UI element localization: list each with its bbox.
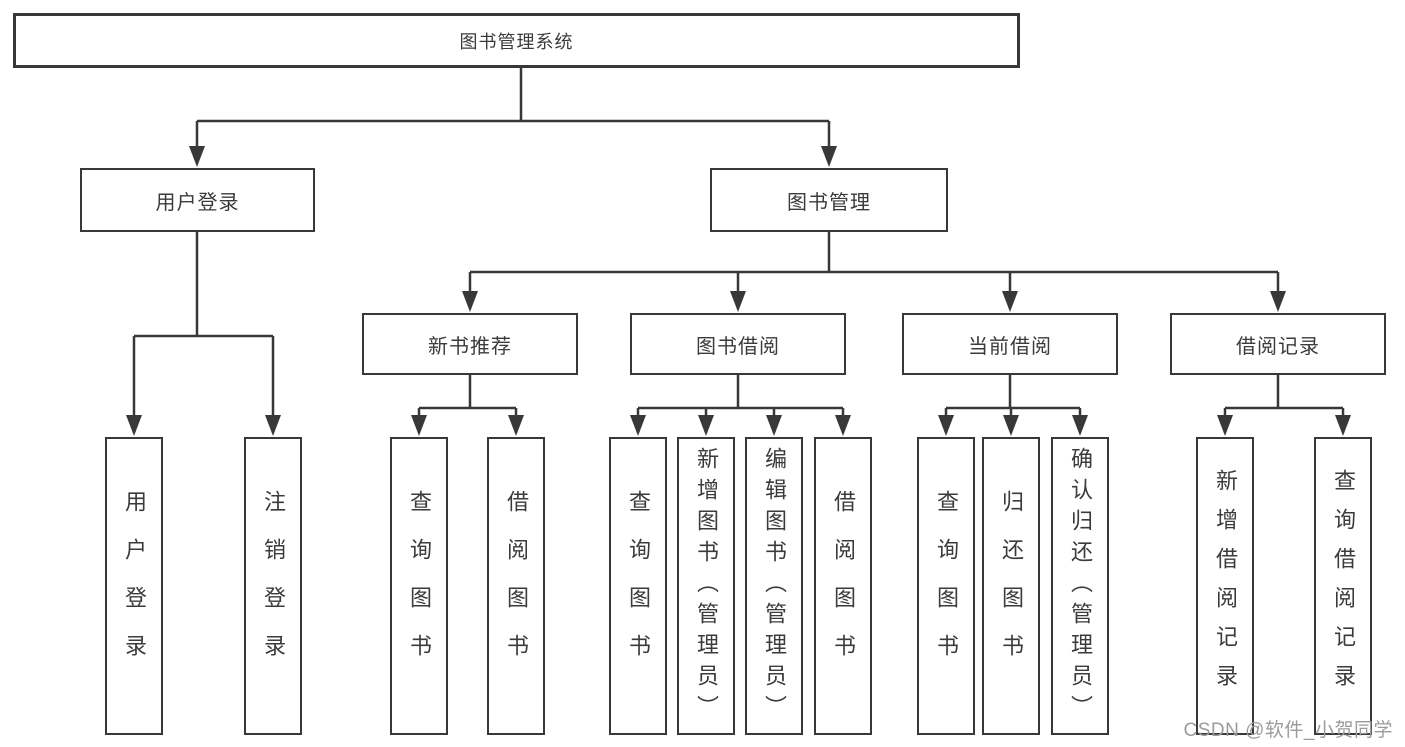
node-borrow-records: 借阅记录 [1170, 313, 1386, 375]
leaf-label: 查询图书 [407, 490, 432, 682]
csdn-watermark: CSDN @软件_小贺同学 [1183, 720, 1393, 741]
leaf-label: 归还图书 [999, 490, 1024, 682]
leaf-label: 查询图书 [626, 490, 651, 682]
leaf-query-books-1: 查询图书 [390, 437, 448, 735]
node-library-management-system: 图书管理系统 [13, 13, 1020, 68]
node-book-management: 图书管理 [710, 168, 948, 232]
leaf-borrow-books-1: 借阅图书 [487, 437, 545, 735]
node-current-borrow: 当前借阅 [902, 313, 1118, 375]
leaf-label: 注销登录 [261, 490, 286, 682]
leaf-label: 新增图书（管理员） [694, 446, 719, 726]
node-label: 图书管理 [787, 191, 871, 214]
leaf-label: 查询图书 [934, 490, 959, 682]
leaf-label: 新增借阅记录 [1213, 469, 1238, 703]
leaf-query-borrow-record: 查询借阅记录 [1314, 437, 1372, 735]
node-label: 图书借阅 [696, 335, 780, 358]
leaf-query-books-2: 查询图书 [609, 437, 667, 735]
leaf-add-book-admin: 新增图书（管理员） [677, 437, 735, 735]
node-label: 图书管理系统 [459, 31, 574, 52]
node-new-book-recommend: 新书推荐 [362, 313, 578, 375]
leaf-borrow-books-2: 借阅图书 [814, 437, 872, 735]
node-user-login: 用户登录 [80, 168, 315, 232]
node-label: 借阅记录 [1236, 335, 1320, 358]
leaf-add-borrow-record: 新增借阅记录 [1196, 437, 1254, 735]
leaf-label: 编辑图书（管理员） [762, 446, 787, 726]
leaf-confirm-return-admin: 确认归还（管理员） [1051, 437, 1109, 735]
leaf-user-login: 用户登录 [105, 437, 163, 735]
node-label: 当前借阅 [968, 335, 1052, 358]
leaf-label: 用户登录 [122, 490, 147, 682]
node-label: 用户登录 [155, 191, 240, 214]
leaf-edit-book-admin: 编辑图书（管理员） [745, 437, 803, 735]
leaf-query-books-3: 查询图书 [917, 437, 975, 735]
leaf-return-books: 归还图书 [982, 437, 1040, 735]
node-book-borrow: 图书借阅 [630, 313, 846, 375]
leaf-logout: 注销登录 [244, 437, 302, 735]
leaf-label: 借阅图书 [831, 490, 856, 682]
leaf-label: 查询借阅记录 [1331, 469, 1356, 703]
leaf-label: 借阅图书 [504, 490, 529, 682]
leaf-label: 确认归还（管理员） [1068, 446, 1093, 726]
node-label: 新书推荐 [428, 335, 512, 358]
